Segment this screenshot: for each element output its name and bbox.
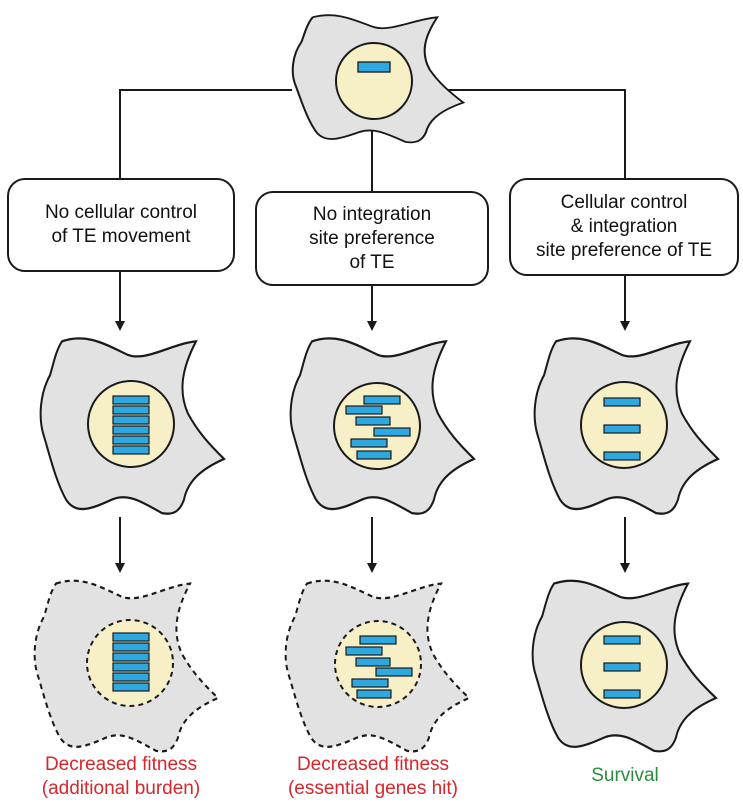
cell-center-middle: [289, 337, 476, 515]
right-branch-line: [436, 89, 626, 178]
te-element: [112, 395, 150, 405]
initial-nucleus: [335, 42, 413, 120]
te-element: [373, 427, 411, 437]
cell-right-middle: [533, 337, 720, 515]
te-element: [356, 450, 392, 460]
te-element: [345, 405, 383, 415]
te-element: [363, 395, 401, 405]
outcome-center: Decreased fitness (essential genes hit): [287, 754, 459, 799]
arrows: [115, 272, 630, 573]
te-element: [603, 635, 641, 645]
te-element: [112, 405, 150, 415]
te-element: [603, 451, 641, 461]
outcome-right: Survival: [591, 765, 659, 786]
outcome-left: Decreased fitness (additional burden): [41, 754, 201, 799]
box-label: Cellular control & integration site pref…: [535, 192, 713, 261]
te-element: [356, 689, 392, 699]
te-element: [345, 646, 383, 656]
te-element: [112, 425, 150, 435]
cell-left-bottom: [33, 579, 220, 753]
te-spaced: [603, 397, 641, 461]
te-element: [351, 678, 389, 688]
box-cellular-control-and-preference: Cellular control & integration site pref…: [509, 178, 739, 276]
box-label: No cellular control of TE movement: [44, 202, 198, 247]
cell-right-bottom: [531, 579, 718, 753]
te-element: [112, 445, 150, 455]
te-element: [603, 424, 641, 434]
te-element: [112, 642, 150, 652]
te-element: [112, 662, 150, 672]
te-element: [112, 415, 150, 425]
te-element: [112, 682, 150, 692]
connector-lines: [119, 89, 626, 191]
te-element: [375, 667, 413, 677]
te-element: [355, 657, 391, 667]
te-element: [112, 632, 150, 642]
te-stack: [112, 395, 150, 455]
te-element: [359, 635, 397, 645]
te-element: [603, 397, 641, 407]
te-element: [112, 652, 150, 662]
cell-left-middle: [39, 337, 226, 515]
left-branch-line: [119, 89, 292, 178]
te-element: [112, 435, 150, 445]
cell-center-bottom: [284, 579, 471, 753]
te-scattered: [345, 395, 411, 460]
box-label: No integration site preference of TE: [309, 203, 435, 273]
te-spaced: [603, 635, 641, 699]
te-element: [350, 438, 388, 448]
box-no-integration-preference: No integration site preference of TE: [255, 191, 489, 286]
te-element: [603, 689, 641, 699]
te-element: [355, 416, 391, 426]
te-scattered: [345, 635, 413, 699]
te-stack: [112, 632, 150, 692]
te-element: [112, 672, 150, 682]
box-no-cellular-control: No cellular control of TE movement: [7, 178, 235, 272]
te-element: [357, 61, 391, 73]
te-element: [603, 662, 641, 672]
